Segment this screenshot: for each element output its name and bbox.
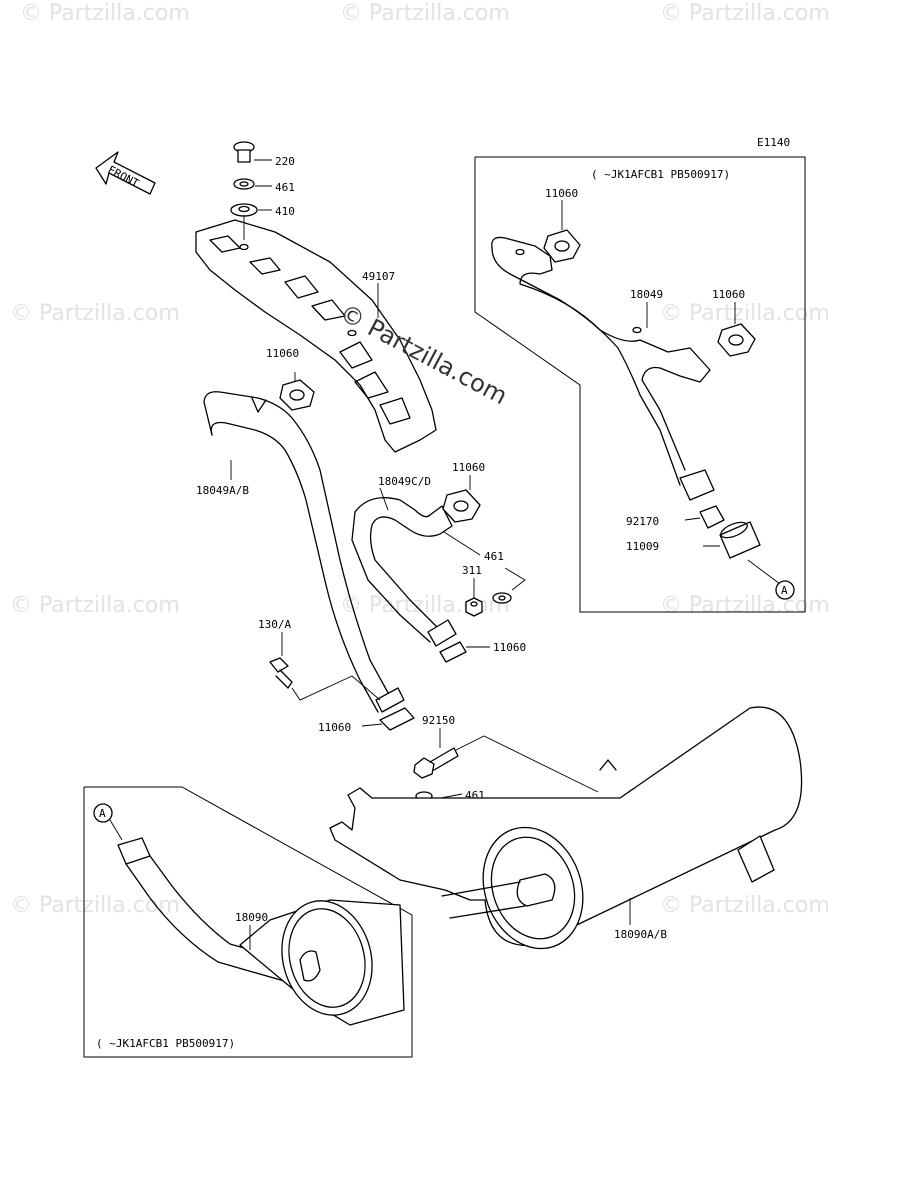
ref-marker-a-top: A: [781, 584, 788, 597]
inset-bottom-ref-marker: A: [93, 803, 123, 841]
watermark: © Partzilla.com: [10, 893, 180, 918]
exhaust-pipe-18049: [491, 236, 715, 501]
label-18049: 18049: [630, 288, 663, 301]
gasket-11060-b: [442, 475, 481, 556]
label-130a: 130/A: [258, 618, 291, 631]
sleeve-11009: A: [703, 521, 795, 600]
label-92170: 92170: [626, 515, 659, 528]
nut-311-mid: [465, 578, 483, 617]
bolt-220: [233, 141, 272, 163]
label-461-mid: 461: [484, 550, 504, 563]
ref-marker-a-bottom: A: [99, 807, 106, 820]
exhaust-pipe-18049cd: [351, 487, 457, 647]
inset-top-note: ( ~JK1AFCB1 PB500917): [591, 168, 730, 181]
watermark-grid: © Partzilla.com © Partzilla.com © Partzi…: [10, 1, 830, 918]
gasket-11060-f: [717, 302, 756, 357]
label-18049cd: 18049C/D: [378, 475, 431, 488]
inset-box-bottom: ( ~JK1AFCB1 PB500917): [83, 786, 413, 1058]
watermark: © Partzilla.com: [10, 593, 180, 618]
label-18049ab: 18049A/B: [196, 484, 249, 497]
watermark: © Partzilla.com: [660, 1, 830, 26]
clamp-92170: [684, 505, 725, 529]
watermark: © Partzilla.com: [660, 893, 830, 918]
watermark: © Partzilla.com: [20, 1, 190, 26]
label-18090: 18090: [235, 911, 268, 924]
label-11060-a: 11060: [266, 347, 299, 360]
label-311-mid: 311: [462, 564, 482, 577]
label-49107: 49107: [362, 270, 395, 283]
muffler-18090: [117, 837, 405, 1026]
washer-410: [230, 203, 272, 217]
label-220: 220: [275, 155, 295, 168]
inset-bottom-note: ( ~JK1AFCB1 PB500917): [96, 1037, 235, 1050]
diagram-code: E1140: [757, 136, 790, 149]
gasket-11060-c: [439, 641, 490, 663]
label-11060-e: 11060: [545, 187, 578, 200]
heat-shield-49107: [195, 215, 437, 453]
label-11060-d: 11060: [318, 721, 351, 734]
watermark: © Partzilla.com: [660, 593, 830, 618]
gasket-11060-a: [279, 372, 315, 411]
label-18090ab: 18090A/B: [614, 928, 667, 941]
label-11009: 11009: [626, 540, 659, 553]
bolt-92150: [413, 728, 599, 793]
label-410: 410: [275, 205, 295, 218]
washer-461-mid: [492, 567, 526, 604]
exhaust-pipe-18049ab: [203, 391, 405, 713]
watermark: © Partzilla.com: [660, 301, 830, 326]
front-arrow-icon: FRONT: [95, 151, 156, 195]
gasket-11060-e: [543, 200, 581, 263]
watermark: © Partzilla.com: [10, 301, 180, 326]
inset-box-top: ( ~JK1AFCB1 PB500917): [474, 156, 806, 613]
washer-461-top: [233, 178, 272, 190]
label-92150: 92150: [422, 714, 455, 727]
gasket-11060-d: [361, 707, 415, 731]
label-11060-f: 11060: [712, 288, 745, 301]
label-461-top: 461: [275, 181, 295, 194]
label-11060-b: 11060: [452, 461, 485, 474]
watermark: © Partzilla.com: [340, 1, 510, 26]
label-11060-c: 11060: [493, 641, 526, 654]
bolt-130a: [269, 632, 381, 701]
muffler-18090ab: [329, 706, 803, 950]
